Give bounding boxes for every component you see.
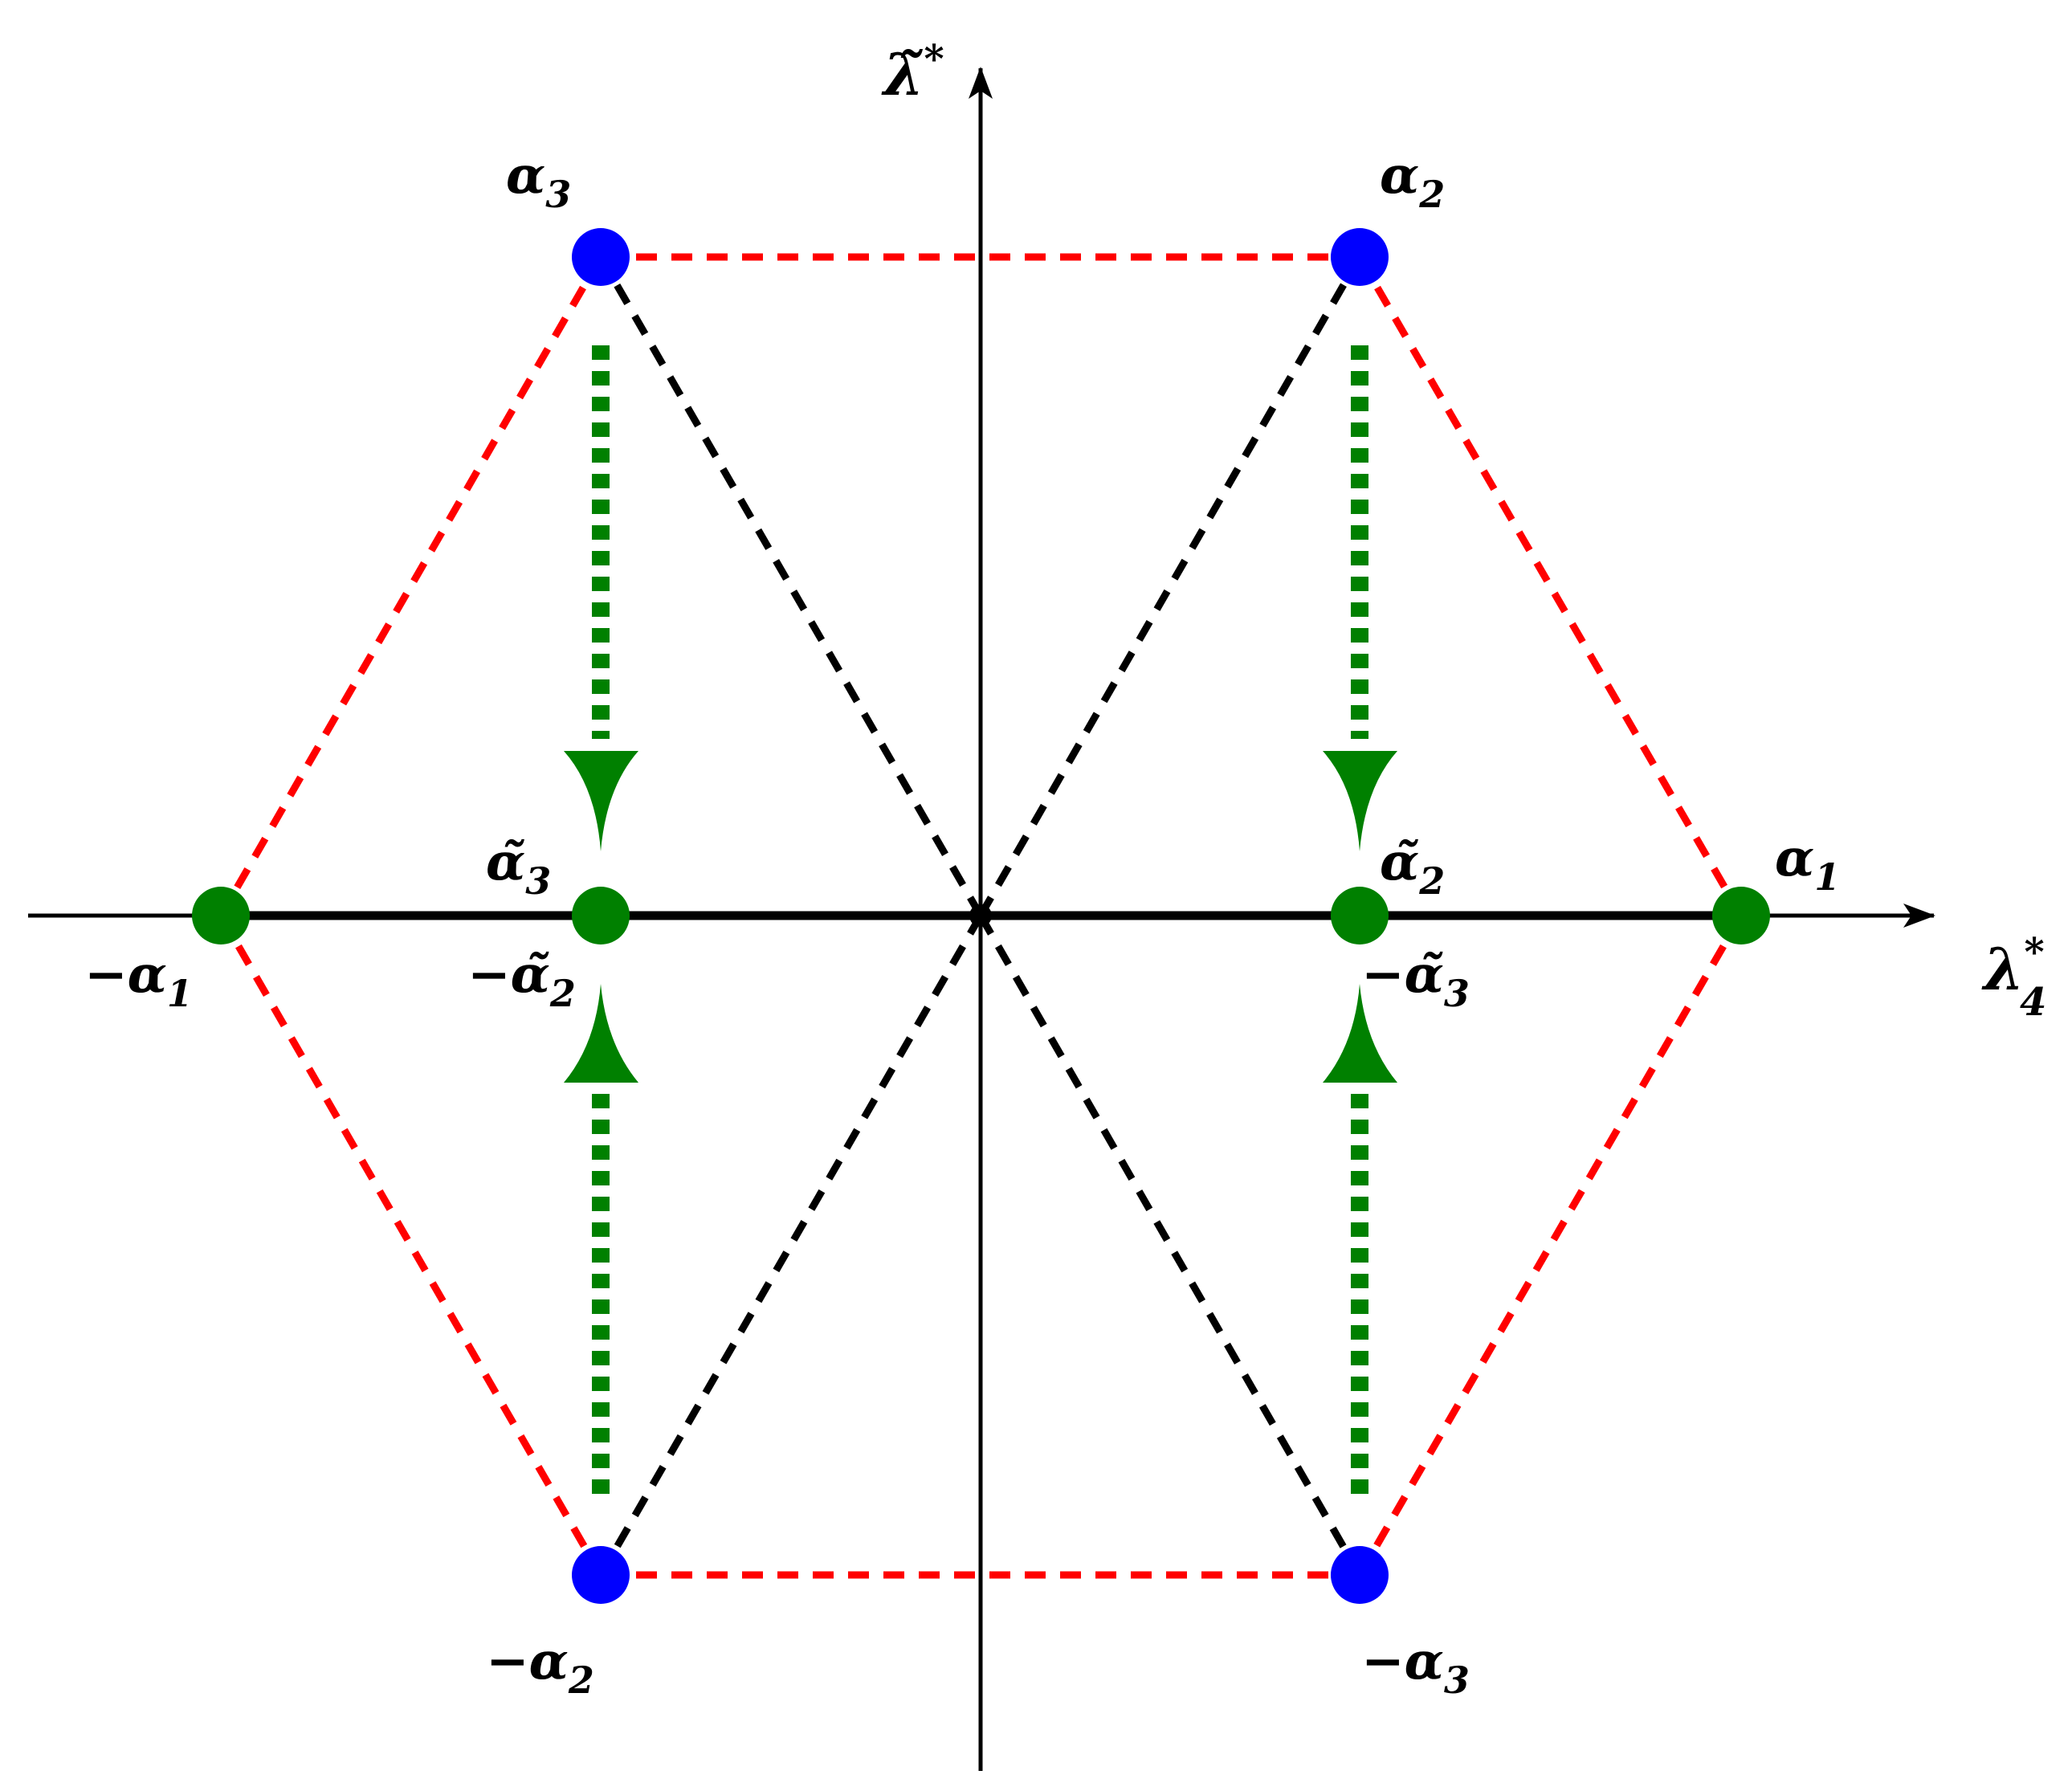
node-tilde-alpha2 [1331,887,1389,944]
node-neg-alpha1 [192,887,250,944]
spoke-alpha2 [977,255,1363,918]
root-nodes [192,228,1770,1604]
label-tilde-alpha3: α̃3 [486,832,551,903]
label-neg-tilde-alpha3: −α̃3 [1361,944,1470,1015]
hexagon-edges [218,253,1744,1579]
label-tilde-alpha2: α̃2 [1380,832,1445,903]
projection-arrowhead-alpha3 [564,751,638,851]
hexagon-edge-lower-left [218,913,604,1577]
label-alpha1: α1 [1775,828,1840,899]
spoke-neg-alpha2 [598,913,984,1577]
node-neg-alpha3 [1331,1546,1389,1604]
projection-arrows [564,345,1397,1494]
node-neg-alpha2 [572,1546,630,1604]
node-alpha2 [1331,228,1389,286]
label-neg-alpha1: −α1 [84,944,193,1015]
spokes [598,255,1363,1577]
node-tilde-alpha3 [572,887,630,944]
label-alpha2: α2 [1380,145,1445,216]
label-alpha3: α3 [506,145,571,216]
label-neg-alpha2: −α2 [486,1631,594,1702]
horizontal-axis-label: λ*4 [1981,930,2046,1025]
projection-arrowhead-neg-alpha2 [564,984,638,1083]
projection-arrowhead-alpha2 [1323,751,1397,851]
spoke-neg-alpha3 [977,913,1363,1577]
hexagon-edge-upper-left [218,255,604,918]
node-alpha3 [572,228,630,286]
spoke-alpha3 [598,255,984,918]
label-neg-tilde-alpha2: −α̃2 [467,944,576,1015]
projection-arrowhead-neg-alpha3 [1323,984,1397,1083]
node-alpha1 [1712,887,1770,944]
label-neg-alpha3: −α3 [1361,1631,1470,1702]
vertical-axis-label: λ̃* [881,37,944,108]
hexagon-edge-upper-right [1356,255,1744,918]
hexagon-edge-lower-right [1356,913,1744,1577]
origin-point [969,904,992,927]
